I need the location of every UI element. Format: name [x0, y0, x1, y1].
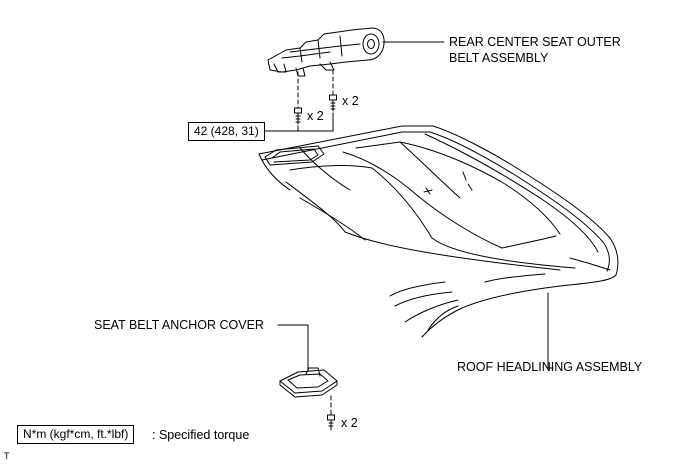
legend-torque-box: N*m (kgf*cm, ft.*lbf) [17, 425, 135, 444]
anchor-cover-leader [277, 324, 309, 371]
headlining-leader [547, 292, 554, 369]
roof-headlining-icon [258, 125, 619, 338]
bolt-qty-bottom: x 2 [341, 416, 358, 430]
anchor-cover-label: SEAT BELT ANCHOR COVER [94, 318, 264, 332]
torque-value-box: 42 (428, 31) [188, 122, 265, 141]
bolt-qty-left: x 2 [307, 109, 324, 123]
legend-torque-text: : Specified torque [152, 428, 250, 442]
seat-belt-retractor-icon [267, 27, 385, 77]
bolt-icon [329, 94, 337, 112]
bolt-icon [294, 107, 302, 125]
bolt-qty-right: x 2 [342, 94, 359, 108]
rear-belt-label-line1: REAR CENTER SEAT OUTER [449, 35, 621, 49]
torque-leader-right [297, 112, 334, 132]
bolt-icon [327, 414, 335, 431]
rear-belt-label-line2: BELT ASSEMBLY [449, 51, 549, 65]
headlining-label: ROOF HEADLINING ASSEMBLY [457, 360, 643, 374]
corner-mark: T [4, 451, 10, 461]
anchor-cover-icon [279, 367, 338, 398]
